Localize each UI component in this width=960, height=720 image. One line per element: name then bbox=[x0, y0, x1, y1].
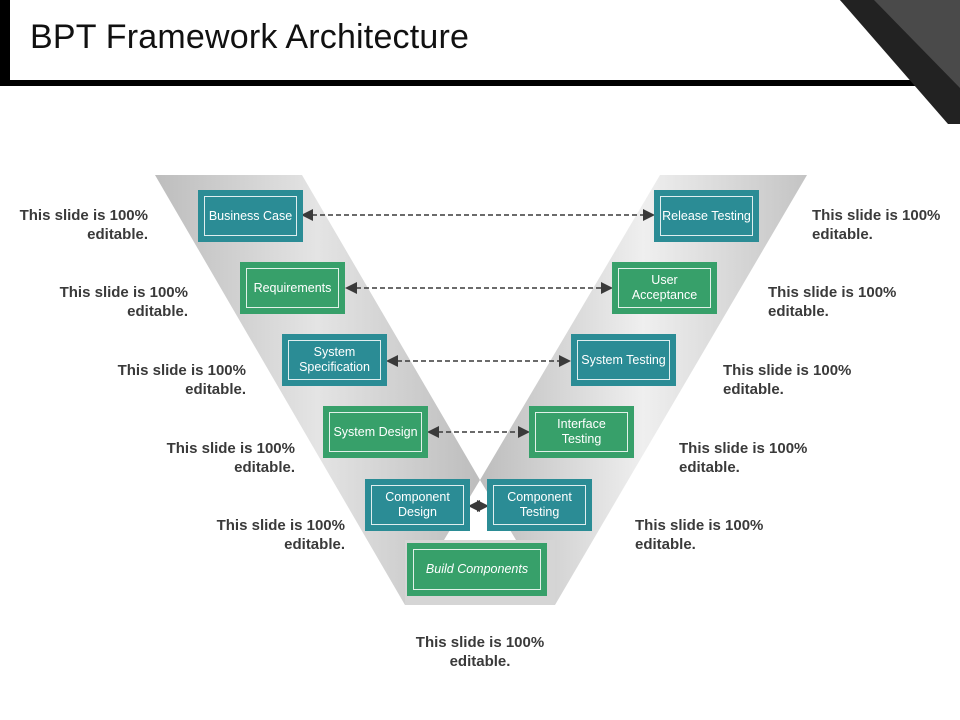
left-note-1: This slide is 100% editable. bbox=[6, 206, 148, 244]
title-bar: BPT Framework Architecture bbox=[0, 0, 960, 88]
left-note-3: This slide is 100% editable. bbox=[104, 361, 246, 399]
step-business-case: Business Case bbox=[198, 190, 303, 242]
step-user-acceptance-label: User Acceptance bbox=[618, 268, 711, 308]
right-note-4: This slide is 100% editable. bbox=[679, 439, 824, 477]
left-note-5-line1: This slide is 100% bbox=[216, 517, 345, 534]
corner-stripe bbox=[840, 0, 960, 124]
right-note-2-line2: editable. bbox=[768, 303, 829, 320]
corner-decoration bbox=[840, 0, 960, 124]
right-note-2: This slide is 100% editable. bbox=[768, 283, 913, 321]
right-note-5: This slide is 100% editable. bbox=[635, 516, 780, 554]
left-note-5: This slide is 100% editable. bbox=[203, 516, 345, 554]
left-note-4-line1: This slide is 100% bbox=[166, 440, 295, 457]
step-requirements-label: Requirements bbox=[246, 268, 339, 308]
step-system-testing-label: System Testing bbox=[577, 340, 670, 380]
right-note-4-line2: editable. bbox=[679, 459, 740, 476]
title-bar-left-edge bbox=[0, 0, 10, 86]
right-note-5-line2: editable. bbox=[635, 536, 696, 553]
left-note-1-line2: editable. bbox=[87, 226, 148, 243]
left-note-3-line1: This slide is 100% bbox=[117, 362, 246, 379]
step-component-testing-label: Component Testing bbox=[493, 485, 586, 525]
right-note-2-line1: This slide is 100% bbox=[768, 284, 897, 301]
left-note-2-line1: This slide is 100% bbox=[59, 284, 188, 301]
step-release-testing-label: Release Testing bbox=[660, 196, 753, 236]
step-user-acceptance: User Acceptance bbox=[612, 262, 717, 314]
step-requirements: Requirements bbox=[240, 262, 345, 314]
left-note-4-line2: editable. bbox=[234, 459, 295, 476]
step-build-components: Build Components bbox=[407, 543, 547, 596]
left-note-5-line2: editable. bbox=[284, 536, 345, 553]
right-note-5-line1: This slide is 100% bbox=[635, 517, 764, 534]
step-system-specification-label: System Specification bbox=[288, 340, 381, 380]
step-release-testing: Release Testing bbox=[654, 190, 759, 242]
step-system-testing: System Testing bbox=[571, 334, 676, 386]
right-note-4-line1: This slide is 100% bbox=[679, 440, 808, 457]
left-note-2: This slide is 100% editable. bbox=[46, 283, 188, 321]
right-note-1: This slide is 100% editable. bbox=[812, 206, 957, 244]
right-note-3: This slide is 100% editable. bbox=[723, 361, 868, 399]
step-component-testing: Component Testing bbox=[487, 479, 592, 531]
step-system-design-label: System Design bbox=[329, 412, 422, 452]
bottom-note-line2: editable. bbox=[449, 653, 511, 670]
step-build-components-label: Build Components bbox=[413, 549, 541, 590]
page-title: BPT Framework Architecture bbox=[30, 18, 470, 56]
left-note-1-line1: This slide is 100% bbox=[19, 207, 148, 224]
left-note-2-line2: editable. bbox=[127, 303, 188, 320]
right-note-3-line1: This slide is 100% bbox=[723, 362, 852, 379]
bottom-note: This slide is 100% editable. bbox=[400, 633, 560, 671]
title-underline bbox=[0, 80, 930, 86]
right-note-1-line1: This slide is 100% bbox=[812, 207, 941, 224]
step-component-design-label: Component Design bbox=[371, 485, 464, 525]
step-business-case-label: Business Case bbox=[204, 196, 297, 236]
bottom-note-line1: This slide is 100% bbox=[415, 634, 545, 651]
step-interface-testing-label: Interface Testing bbox=[535, 412, 628, 452]
step-interface-testing: Interface Testing bbox=[529, 406, 634, 458]
left-note-4: This slide is 100% editable. bbox=[153, 439, 295, 477]
step-component-design: Component Design bbox=[365, 479, 470, 531]
step-system-design: System Design bbox=[323, 406, 428, 458]
right-note-1-line2: editable. bbox=[812, 226, 873, 243]
step-system-specification: System Specification bbox=[282, 334, 387, 386]
left-note-3-line2: editable. bbox=[185, 381, 246, 398]
right-note-3-line2: editable. bbox=[723, 381, 784, 398]
